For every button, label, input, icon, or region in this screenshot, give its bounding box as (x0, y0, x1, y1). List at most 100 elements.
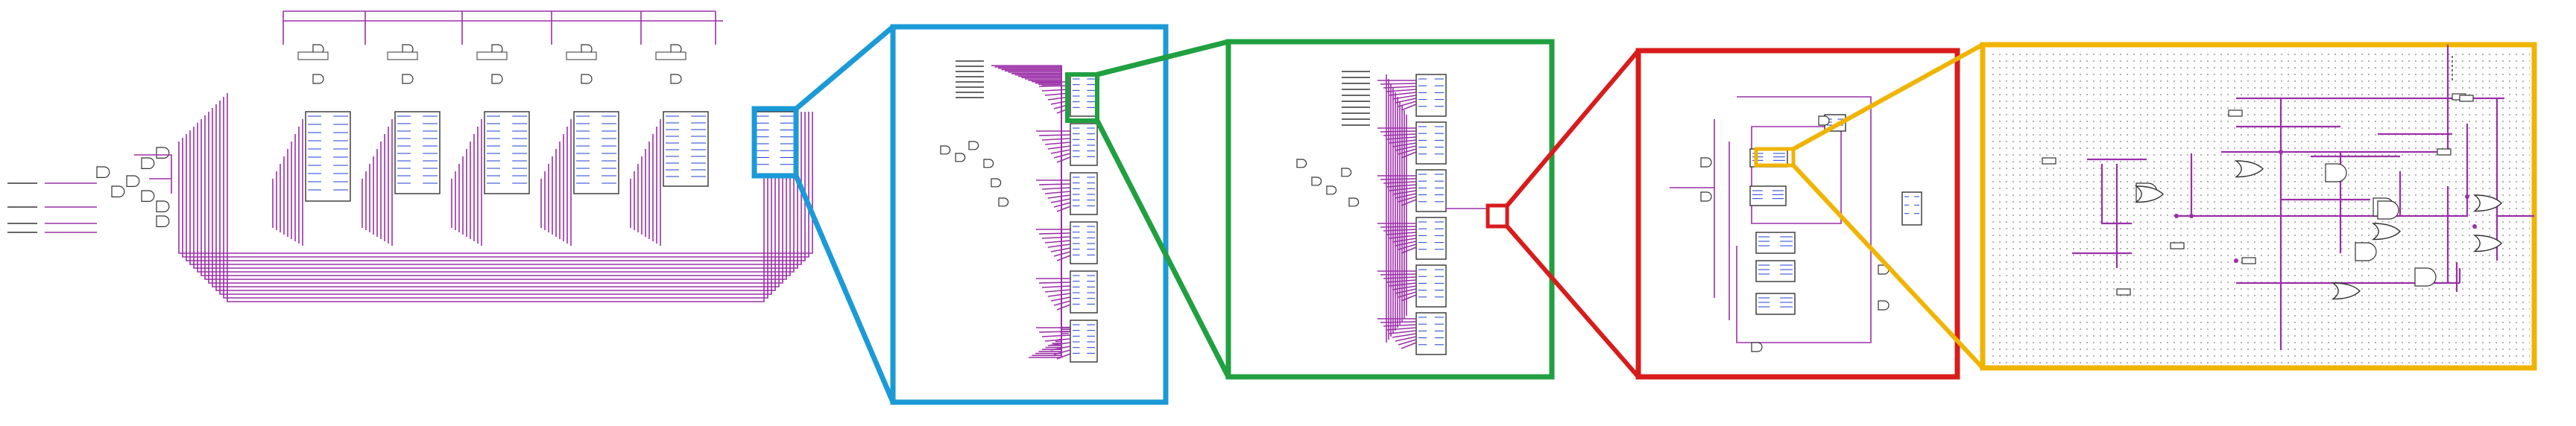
logic-gate (156, 215, 170, 227)
diag-wire (1038, 282, 1071, 284)
zoom-2-schematic (1296, 71, 1488, 355)
label-block (566, 51, 597, 60)
module-block (1070, 221, 1098, 264)
overview-schematic (7, 10, 813, 302)
diag-wire (1050, 296, 1071, 302)
logic-gate (1296, 159, 1307, 168)
diag-wire (1050, 346, 1071, 351)
bus-wire (223, 97, 768, 299)
logic-gate (2377, 200, 2399, 220)
junction-dot (2234, 258, 2238, 263)
resistor (2459, 95, 2474, 102)
diag-wire (1392, 333, 1417, 338)
module-block (484, 111, 530, 194)
diag-wire (1050, 198, 1071, 203)
diag-wire (1056, 255, 1071, 261)
diag-wire (1053, 251, 1071, 257)
zoom-connector-red (1505, 49, 1641, 378)
bus-wire (201, 112, 791, 276)
diag-wire (1389, 330, 1417, 334)
junction-dot (2472, 224, 2477, 229)
module-block (1070, 74, 1098, 117)
diag-wire (1047, 194, 1071, 199)
module-block (1070, 320, 1098, 363)
bus-wire (219, 101, 772, 295)
or-gate (2234, 160, 2264, 178)
overview-input-gates (7, 147, 172, 233)
module-block (1755, 260, 1796, 282)
logic-gate (2414, 267, 2437, 287)
module-block (305, 111, 351, 202)
diag-wire (1398, 196, 1417, 203)
resistor (2437, 148, 2452, 156)
or-gate (2331, 282, 2361, 300)
or-gate (2134, 185, 2164, 203)
resistor (2116, 288, 2131, 296)
overview-highlight-blue (751, 106, 799, 179)
module-block (1415, 74, 1447, 117)
logic-gate (983, 159, 994, 168)
zoom-frame-green (1225, 39, 1555, 380)
gate-wire (2176, 97, 2504, 292)
bus-wire (182, 112, 809, 258)
loop-wire (1714, 119, 1730, 320)
logic-gate (1326, 185, 1337, 195)
diag-wire (1401, 104, 1417, 111)
gate-wire (2279, 45, 2534, 350)
junction-dot (2174, 214, 2179, 218)
overview-bus-loops (178, 93, 813, 302)
bus-wire (193, 112, 798, 269)
diag-wire (1395, 145, 1417, 151)
diag-wire (1044, 191, 1071, 194)
diag-wire (1056, 353, 1071, 360)
zoom-2-highlight-red (1486, 203, 1509, 229)
bus-wire (208, 112, 783, 284)
zoom-connector-blue (793, 25, 896, 404)
logic-gate (1311, 177, 1322, 186)
logic-gate (991, 178, 1002, 188)
diag-wire (1395, 98, 1417, 104)
bus-wire (186, 112, 806, 261)
bus-wire (197, 112, 795, 273)
zoom-1-highlight-green (1065, 72, 1099, 123)
diag-wire (1041, 236, 1071, 239)
diag-wire (1398, 244, 1417, 250)
logic-gate (998, 197, 1009, 207)
module-block (1755, 232, 1796, 254)
diag-wire (1041, 187, 1071, 190)
diag-wire (1044, 289, 1071, 293)
logic-gate (1700, 157, 1712, 168)
diag-wire (1395, 241, 1417, 247)
module-block (394, 111, 441, 194)
junction-dot (2189, 214, 2194, 218)
junction-dot (2279, 150, 2283, 154)
logic-gate (1341, 168, 1352, 177)
label-block (297, 51, 329, 60)
gate-wire (134, 154, 172, 194)
logic-gate (402, 74, 414, 84)
logic-gate (126, 175, 140, 187)
diag-wire (1395, 288, 1417, 294)
module-block (1070, 172, 1098, 215)
resistor (2042, 157, 2056, 165)
logic-gate (312, 74, 324, 84)
module-block (1749, 185, 1787, 206)
diag-wire (1047, 293, 1071, 297)
diag-wire (1395, 336, 1417, 342)
logic-gate (2325, 163, 2347, 182)
module-block (1070, 270, 1098, 314)
logic-gate (581, 74, 593, 84)
module-block (573, 111, 619, 194)
logic-gate (1700, 191, 1712, 202)
logic-gate (1348, 197, 1360, 207)
diag-wire (1044, 338, 1071, 342)
resistor (2170, 242, 2185, 249)
diag-wire (1389, 282, 1417, 287)
logic-gate (111, 185, 125, 197)
diag-wire (1056, 156, 1071, 163)
junction-dot (2465, 194, 2469, 199)
label-block (655, 51, 686, 60)
gate-wire (2072, 125, 2461, 284)
